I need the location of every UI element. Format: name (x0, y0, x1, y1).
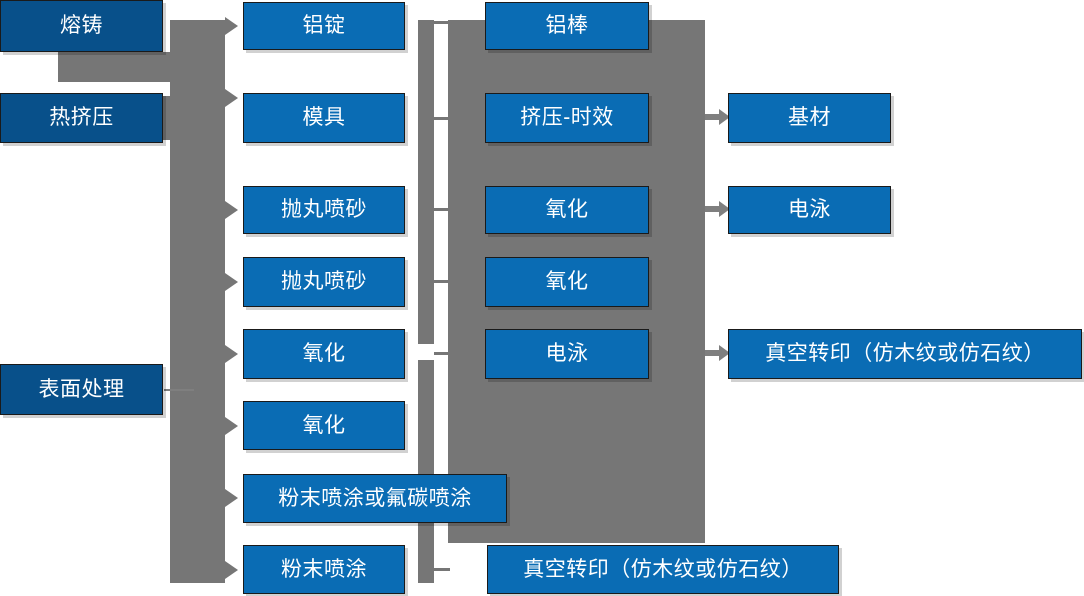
surface-treatment-stub (164, 389, 194, 391)
stage-bar-mask-a (0, 82, 170, 96)
mid-connector-bar (418, 20, 434, 344)
left-arrow-tip-1-icon (225, 17, 238, 35)
mid-tick-5 (434, 352, 450, 355)
treatment-node-2[interactable]: 氧化 (485, 186, 649, 234)
output-node-1[interactable]: 电泳 (728, 186, 891, 234)
process-node-3-label: 抛丸喷砂 (281, 270, 367, 294)
mid-tick-4 (434, 280, 450, 283)
stage-node-2[interactable]: 表面处理 (0, 364, 163, 415)
output-node-1-label: 电泳 (788, 198, 831, 222)
process-node-6[interactable]: 粉末喷涂或氟碳喷涂 (243, 474, 507, 523)
treatment-node-2-label: 氧化 (545, 198, 589, 222)
process-node-5[interactable]: 氧化 (243, 401, 405, 450)
treatment-node-1[interactable]: 挤压-时效 (485, 93, 649, 143)
process-node-4-label: 氧化 (302, 342, 346, 366)
stage-node-0[interactable]: 熔铸 (0, 0, 163, 52)
left-arrow-tip-5-icon (225, 345, 238, 363)
treatment-node-5-label: 真空转印（仿木纹或仿石纹） (523, 557, 803, 581)
treatment-node-3[interactable]: 氧化 (485, 257, 649, 307)
left-connector-bar (170, 20, 225, 583)
output-arrow-3-icon (705, 345, 730, 361)
process-node-3[interactable]: 抛丸喷砂 (243, 257, 405, 307)
output-node-2-label: 真空转印（仿木纹或仿石纹） (765, 342, 1045, 366)
process-node-1-label: 模具 (302, 106, 346, 130)
stage-bar-mask-b (0, 140, 170, 364)
mid-connector-bar-lower (418, 360, 434, 583)
output-arrow-1-icon (705, 109, 730, 125)
left-arrow-tip-8-icon (225, 561, 238, 579)
treatment-node-5[interactable]: 真空转印（仿木纹或仿石纹） (487, 545, 839, 594)
output-node-0-label: 基材 (788, 106, 831, 130)
process-node-0[interactable]: 铝锭 (243, 2, 405, 50)
process-node-4[interactable]: 氧化 (243, 329, 405, 379)
treatment-node-3-label: 氧化 (545, 270, 589, 294)
mid-tick-3 (434, 208, 450, 211)
process-node-5-label: 氧化 (302, 413, 346, 437)
stage-node-1-label: 热挤压 (49, 106, 114, 130)
treatment-node-1-label: 挤压-时效 (520, 106, 614, 130)
process-node-7[interactable]: 粉末喷涂 (243, 545, 405, 594)
stage-node-1[interactable]: 热挤压 (0, 93, 163, 143)
mid-tick-2 (434, 117, 450, 120)
left-arrow-tip-4-icon (225, 273, 238, 291)
process-node-7-label: 粉末喷涂 (281, 557, 367, 581)
left-arrow-tip-3-icon (225, 201, 238, 219)
process-node-0-label: 铝锭 (302, 14, 346, 38)
left-arrow-tip-7-icon (225, 489, 238, 507)
process-node-2[interactable]: 抛丸喷砂 (243, 186, 405, 234)
process-node-2-label: 抛丸喷砂 (281, 198, 367, 222)
process-node-6-label: 粉末喷涂或氟碳喷涂 (278, 486, 472, 510)
output-node-2[interactable]: 真空转印（仿木纹或仿石纹） (728, 329, 1082, 379)
left-arrow-tip-2-icon (225, 89, 238, 107)
output-node-0[interactable]: 基材 (728, 93, 891, 143)
stage-node-2-label: 表面处理 (38, 377, 125, 401)
left-arrow-tip-6-icon (225, 417, 238, 435)
output-arrow-2-icon (705, 201, 730, 217)
mid-tick-1 (434, 21, 450, 24)
mid-tick-6 (434, 568, 450, 571)
treatment-node-0[interactable]: 铝棒 (485, 2, 649, 50)
process-node-1[interactable]: 模具 (243, 93, 405, 143)
treatment-node-4[interactable]: 电泳 (485, 329, 649, 379)
treatment-node-4-label: 电泳 (545, 342, 589, 366)
stage-node-0-label: 熔铸 (60, 14, 103, 38)
treatment-node-0-label: 铝棒 (545, 14, 589, 38)
